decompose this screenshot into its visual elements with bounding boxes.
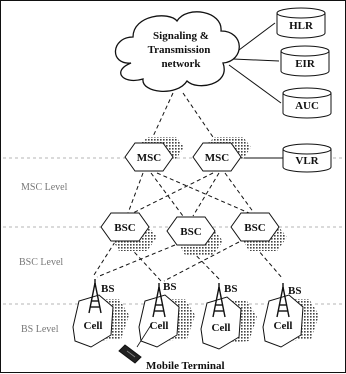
- database-hlr: HLR: [276, 7, 326, 39]
- bsc-label-right: BSC: [244, 222, 265, 234]
- cell-2: Cell: [138, 294, 195, 348]
- cloud-label-line1: Signaling &: [153, 30, 209, 42]
- signaling-transmission-network-cloud: Signaling & Transmission network: [114, 11, 240, 93]
- cell-3: Cell: [200, 296, 257, 350]
- bs-label-1: BS: [101, 283, 114, 295]
- database-label-hlr: HLR: [289, 20, 314, 32]
- bsc-label-left: BSC: [114, 222, 135, 234]
- mobile-link: [136, 324, 152, 348]
- cell-label-3: Cell: [212, 322, 231, 334]
- database-label-auc: AUC: [295, 100, 319, 112]
- cell-label-2: Cell: [150, 320, 169, 332]
- msc-label-left: MSC: [137, 152, 162, 164]
- msc-node-left: MSC: [124, 137, 184, 172]
- bs-tower-1: [88, 279, 102, 314]
- database-label-vlr: VLR: [295, 155, 319, 167]
- bsc-node-middle: BSC: [166, 216, 223, 255]
- database-label-eir: EIR: [295, 58, 316, 70]
- msc-node-right: MSC: [192, 137, 251, 172]
- mobile-terminal-label: Mobile Terminal: [146, 360, 225, 372]
- cell-label-4: Cell: [274, 320, 293, 332]
- bs-label-3: BS: [224, 283, 237, 295]
- database-auc: AUC: [282, 87, 332, 119]
- bs-tower-3: [212, 283, 226, 318]
- mobile-phone-icon: [118, 344, 142, 364]
- cell-4: Cell: [262, 294, 319, 348]
- bsc-node-right: BSC: [230, 212, 287, 251]
- msc-label-right: MSC: [205, 152, 230, 164]
- cell-1: Cell: [72, 294, 129, 348]
- bs-tower-2: [152, 283, 166, 318]
- database-vlr: VLR: [282, 143, 332, 173]
- bsc-label-middle: BSC: [180, 226, 201, 238]
- bs-label-4: BS: [288, 285, 301, 297]
- level-label-bs: BS Level: [21, 324, 59, 335]
- database-eir: EIR: [280, 45, 330, 77]
- cell-label-1: Cell: [84, 320, 103, 332]
- level-label-msc: MSC Level: [21, 182, 68, 193]
- level-label-bsc: BSC Level: [19, 257, 63, 268]
- bs-label-2: BS: [163, 281, 176, 293]
- cloud-label-line2: Transmission: [148, 44, 211, 56]
- cloud-label-line3: network: [161, 58, 201, 70]
- msc-bsc-links: [127, 172, 255, 217]
- bs-tower-4: [276, 283, 290, 318]
- cloud-database-links: [228, 22, 282, 104]
- bsc-node-left: BSC: [100, 212, 157, 251]
- cloud-msc-links: [149, 92, 218, 144]
